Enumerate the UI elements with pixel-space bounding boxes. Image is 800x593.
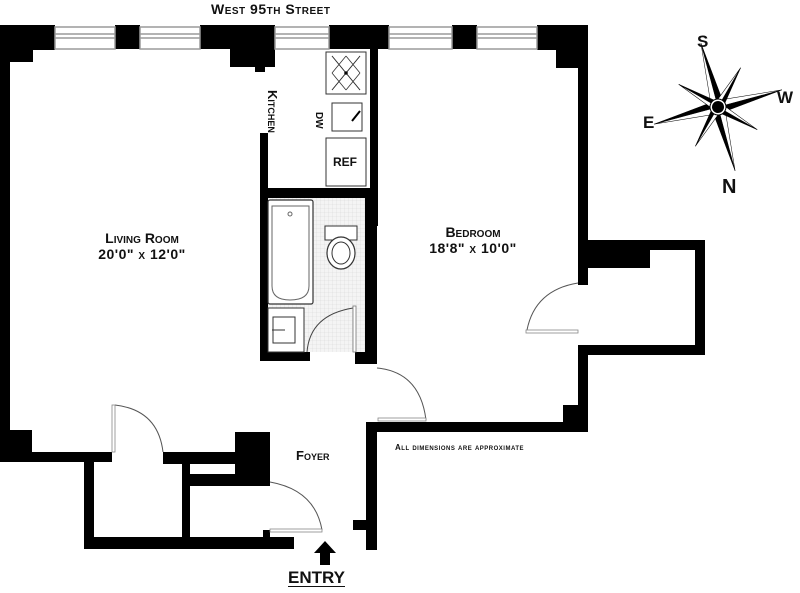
refrigerator-label: REF [333,155,357,169]
bath-door-swing [306,307,354,353]
bedroom-door-swing[interactable] [376,367,427,421]
bedroom-label: Bedroom 18'8" x 10'0" [418,224,528,256]
entry-label: ENTRY [288,568,345,587]
dishwasher-label: DW [313,112,324,129]
bedroom-dimensions: 18'8" x 10'0" [429,240,517,256]
window-5 [476,26,538,50]
doors [111,282,579,533]
living-room-name: Living Room [105,230,179,246]
living-room-label: Living Room 20'0" x 12'0" [82,230,202,262]
kitchen-label: Kitchen [265,90,280,133]
foyer-closet-door-swing[interactable] [269,481,323,531]
window-4 [388,26,453,50]
walls [0,133,705,550]
street-label: West 95th Street [211,1,331,17]
bathroom [267,198,365,353]
compass-south-label: S [697,32,709,51]
window-1 [54,26,116,50]
foyer-label: Foyer [296,448,330,463]
north-wall [0,25,588,435]
living-room-dimensions: 20'0" x 12'0" [98,246,186,262]
compass-rose-icon [654,43,782,171]
windows [54,26,538,50]
window-3 [274,26,330,50]
kitchen-fixtures [325,51,367,187]
living-closet-door-swing[interactable] [114,404,164,453]
entry-arrow-icon [314,541,336,565]
stove-burners-icon [331,55,361,91]
refrigerator-icon [325,137,367,187]
compass-east-label: E [643,113,655,132]
dimensions-disclaimer: All dimensions are approximate [395,443,525,452]
compass-north-label: N [722,176,737,198]
window-2 [139,26,201,50]
bedroom-name: Bedroom [445,224,501,240]
closet-door-swing[interactable] [526,282,579,331]
sink-icon [331,102,363,132]
compass-west-label: W [777,88,794,107]
